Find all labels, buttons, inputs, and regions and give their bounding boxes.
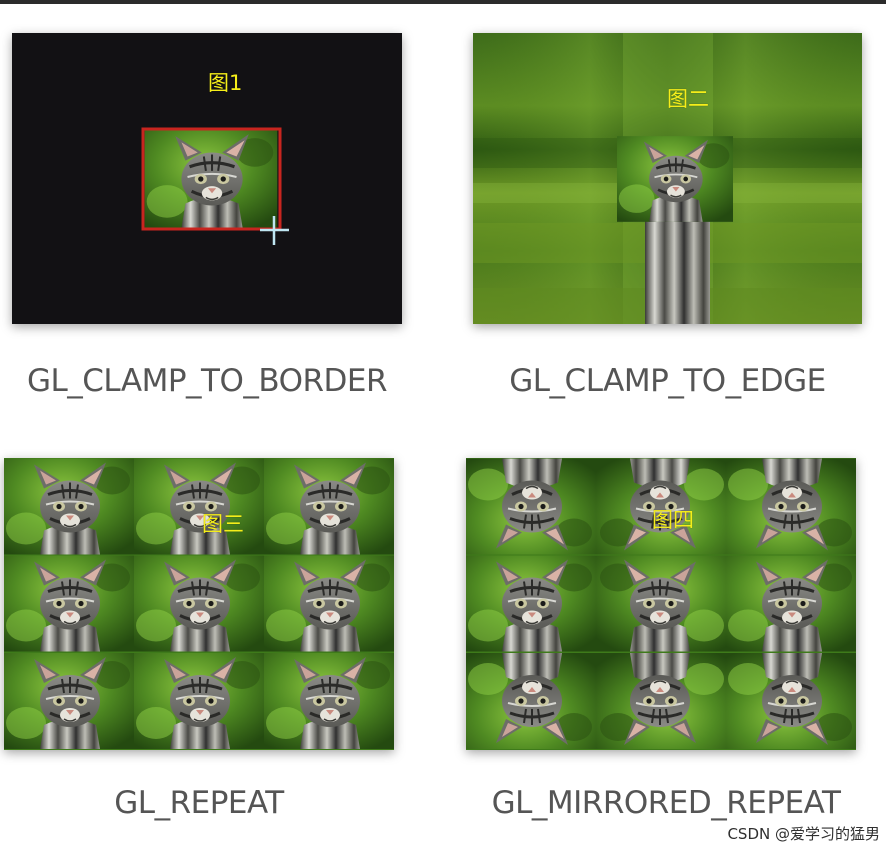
repeat-tile-grid: [4, 458, 394, 750]
clamp-to-border-panel: 图1: [12, 33, 402, 324]
mirrored-repeat-render: [466, 458, 856, 750]
stretched-edge-stripes: [645, 221, 710, 324]
repeat-panel: 图三: [4, 458, 394, 750]
csdn-watermark: CSDN @爱学习的猛男: [727, 825, 880, 843]
figure-label-2: 图二: [667, 87, 709, 111]
repeat-caption: GL_REPEAT: [114, 785, 284, 821]
clamp-to-edge-caption: GL_CLAMP_TO_EDGE: [509, 363, 826, 399]
mirrored-tile-grid: [466, 458, 856, 750]
repeat-render: [4, 458, 394, 750]
mirrored-repeat-caption: GL_MIRRORED_REPEAT: [491, 785, 841, 821]
figure-label-4: 图四: [652, 508, 694, 532]
mirrored-repeat-panel: 图四: [466, 458, 856, 750]
clamp-to-border-caption: GL_CLAMP_TO_BORDER: [26, 363, 388, 399]
kitten-texture-icon: [617, 134, 733, 224]
window-top-edge: [0, 0, 886, 4]
figure-label-3: 图三: [202, 512, 244, 536]
selection-rectangle: [141, 127, 282, 231]
clamp-to-edge-render: [473, 33, 862, 324]
clamp-to-edge-panel: 图二: [473, 33, 862, 324]
clamp-to-border-render: [12, 33, 402, 324]
figure-label-1: 图1: [208, 71, 243, 95]
kitten-texture-icon: [143, 130, 279, 228]
crosshair-cursor-icon: [260, 216, 289, 245]
